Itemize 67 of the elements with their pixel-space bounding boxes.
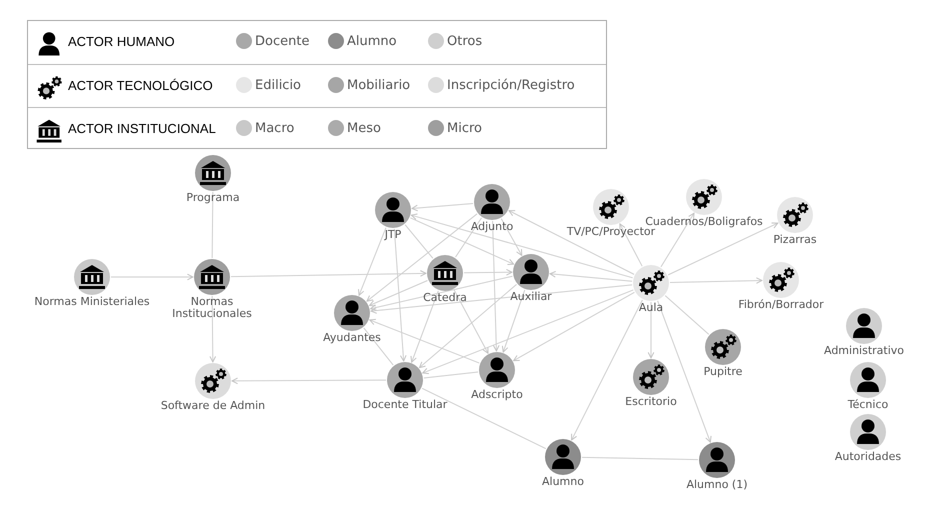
connector-arrow — [500, 218, 522, 256]
connector-arrow — [369, 318, 480, 364]
connector-arrow — [366, 213, 478, 302]
connector-arrow — [668, 222, 778, 276]
node-label: Adscripto — [471, 389, 523, 401]
node-label: TV/PC/Proyector — [566, 226, 656, 238]
connector-arrow — [657, 300, 712, 443]
connector-arrow — [549, 270, 633, 282]
connector-arrow — [410, 290, 439, 363]
connector-arrow — [648, 302, 654, 358]
connector-arrow — [110, 274, 194, 280]
connector-arrow — [411, 203, 474, 212]
legend-heading: ACTOR HUMANO — [68, 34, 175, 49]
node-label: Programa — [186, 192, 240, 204]
node-label: Auxiliar — [510, 291, 552, 303]
legend-label: Macro — [255, 120, 294, 136]
node-label: Adjunto — [470, 221, 514, 233]
legend-heading: ACTOR INSTITUCIONAL — [68, 121, 216, 136]
legend-label: Alumno — [347, 34, 397, 48]
connector-arrow — [209, 296, 216, 362]
node-label: Administrativo — [824, 345, 904, 357]
legend-heading: ACTOR TECNOLÓGICO — [68, 78, 213, 93]
node-label: Pupitre — [704, 366, 742, 378]
connector-arrow — [410, 217, 514, 265]
connector-arrow — [508, 210, 635, 275]
legend-label: Micro — [447, 120, 482, 136]
connector-arrow — [453, 289, 489, 354]
node-label: Fibrón/Borrador — [738, 299, 824, 311]
node-label: Alumno — [542, 476, 584, 488]
node-label: Normas Institucionales — [171, 296, 253, 320]
legend-label: Otros — [447, 34, 482, 48]
connector-arrow — [422, 289, 634, 374]
node-label: Pizarras — [773, 234, 817, 246]
legend-label: Inscripción/Registro — [447, 78, 575, 92]
connector-arrow — [502, 289, 526, 353]
connector-arrow — [358, 227, 386, 296]
connector-arrow — [513, 292, 635, 362]
node-label: Alumno (1) — [686, 479, 748, 491]
connector-arrow — [464, 269, 512, 276]
connector-arrow — [619, 223, 643, 267]
node-label: Aula — [638, 302, 664, 314]
connector-arrow — [394, 228, 407, 362]
connector-arrow — [410, 214, 634, 278]
node-label: Escritorio — [625, 396, 677, 408]
node-label: Cuadernos/Boligrafos — [645, 216, 763, 228]
connector-arrow — [368, 280, 428, 306]
connector-arrow — [492, 220, 500, 352]
node-label: Software de Admin — [160, 400, 266, 412]
node-label: Ayudantes — [323, 332, 381, 344]
legend-label: Meso — [347, 120, 381, 136]
legend-label: Mobiliario — [347, 78, 410, 92]
connector-arrow — [670, 277, 762, 284]
node-label: Normas Ministeriales — [34, 296, 150, 308]
node-label: Autoridades — [834, 451, 902, 463]
node-label: Docente Titular — [362, 399, 448, 411]
connector-arrow — [370, 284, 633, 314]
connector-arrow — [232, 378, 386, 384]
connector-arrow — [418, 284, 518, 368]
node-label: Catedra — [423, 292, 467, 304]
connector-arrow — [230, 270, 426, 278]
legend-label: Edilicio — [255, 78, 302, 92]
node-label: Técnico — [848, 399, 888, 411]
connector-arrow — [571, 299, 643, 441]
connector-arrow — [370, 276, 513, 311]
legend-label: Docente — [255, 34, 310, 48]
node-label: JTP — [384, 229, 402, 241]
connector-arrow — [660, 212, 695, 268]
